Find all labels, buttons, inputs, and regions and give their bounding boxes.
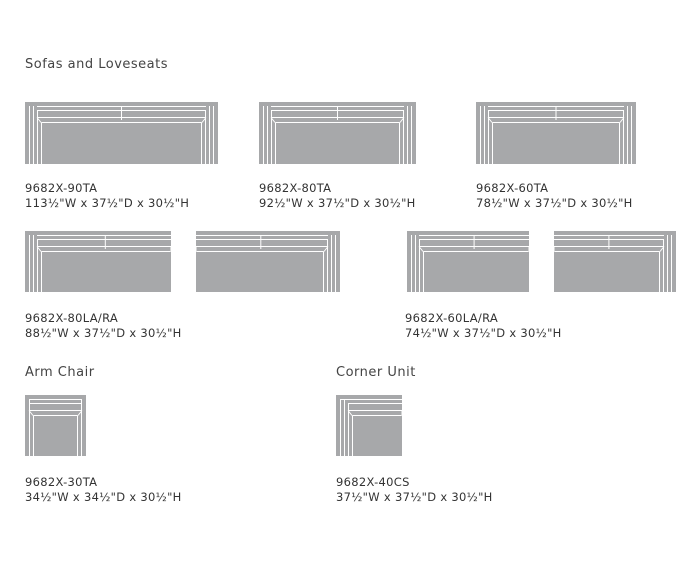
dimensions: 113½"W x 37½"D x 30½"H: [25, 196, 190, 210]
dimensions: 88½"W x 37½"D x 30½"H: [25, 326, 182, 340]
right-drawing: [554, 231, 676, 292]
corner-drawing: [336, 395, 402, 456]
section-heading-corner-unit: Corner Unit: [336, 365, 416, 380]
left-drawing: [407, 231, 529, 292]
right-drawing: [196, 231, 340, 292]
model-number: 9682X-60TA: [476, 181, 549, 195]
dimensions: 37½"W x 37½"D x 30½"H: [336, 490, 493, 504]
sofa-drawing: [25, 102, 218, 164]
dimensions: 92½"W x 37½"D x 30½"H: [259, 196, 416, 210]
model-number: 9682X-80TA: [259, 181, 332, 195]
model-number: 9682X-80LA/RA: [25, 311, 119, 325]
dimensions: 34½"W x 34½"D x 30½"H: [25, 490, 182, 504]
left-drawing: [25, 231, 171, 292]
dimensions: 78½"W x 37½"D x 30½"H: [476, 196, 633, 210]
dimensions: 74½"W x 37½"D x 30½"H: [405, 326, 562, 340]
model-number: 9682X-40CS: [336, 475, 410, 489]
model-number: 9682X-30TA: [25, 475, 98, 489]
section-heading-sofas: Sofas and Loveseats: [25, 57, 169, 72]
section-heading-arm-chair: Arm Chair: [25, 365, 95, 380]
sofa-drawing: [259, 102, 416, 164]
model-number: 9682X-90TA: [25, 181, 98, 195]
chair-drawing: [25, 395, 86, 456]
sofa-drawing: [476, 102, 636, 164]
model-number: 9682X-60LA/RA: [405, 311, 499, 325]
